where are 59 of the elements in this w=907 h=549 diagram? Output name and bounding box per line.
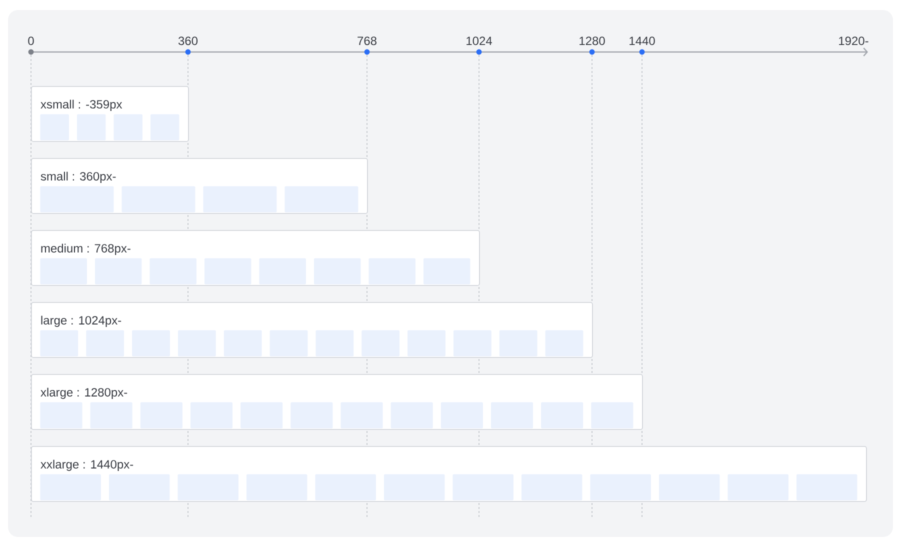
column-block (224, 330, 262, 356)
column-block (453, 330, 492, 356)
column-block (40, 474, 101, 500)
tick-label: 1024 (466, 36, 492, 46)
column-block (440, 402, 483, 428)
tick-label: 0 (28, 36, 34, 46)
column-block (591, 402, 634, 428)
column-block (240, 402, 283, 428)
column-block (114, 114, 142, 140)
column-block (76, 114, 106, 140)
column-block (590, 474, 651, 500)
column-block (368, 258, 416, 284)
column-block (40, 186, 114, 212)
column-block (178, 474, 238, 500)
column-block (40, 402, 82, 428)
column-block (86, 330, 124, 356)
column-block (362, 330, 400, 356)
column-block (204, 258, 252, 284)
column-block (270, 330, 308, 356)
tick-label: 768 (358, 36, 376, 46)
tick-label: 1440 (630, 36, 655, 46)
column-block (521, 474, 582, 500)
column-block (316, 330, 354, 356)
column-block (340, 402, 383, 428)
column-block (545, 330, 584, 356)
column-block (314, 258, 361, 284)
column-block (452, 474, 514, 500)
column-block (94, 258, 142, 284)
column-block (796, 474, 858, 500)
column-block (40, 114, 69, 140)
tick-label: 360 (178, 36, 198, 46)
column-block (150, 258, 196, 284)
tick-label: 1280 (580, 36, 605, 46)
column-block (423, 258, 470, 284)
column-block (408, 330, 446, 356)
tick-label: 1920- (839, 36, 868, 46)
column-block (108, 474, 170, 500)
column-block (140, 402, 182, 428)
column-block (284, 186, 358, 212)
column-block (122, 186, 196, 212)
column-block (40, 330, 78, 356)
column-block (384, 474, 445, 500)
column-block (728, 474, 788, 500)
column-block (541, 402, 584, 428)
column-block (259, 258, 306, 284)
column-block (246, 474, 308, 500)
column-block (90, 402, 132, 428)
column-block (390, 402, 433, 428)
column-block (315, 474, 376, 500)
column-block (658, 474, 720, 500)
column-block (290, 402, 333, 428)
column-block (40, 258, 87, 284)
column-block (132, 330, 170, 356)
column-block (490, 402, 534, 428)
column-block (203, 186, 277, 212)
column-block (150, 114, 180, 140)
column-block (499, 330, 538, 356)
column-block (178, 330, 216, 356)
column-block (190, 402, 233, 428)
